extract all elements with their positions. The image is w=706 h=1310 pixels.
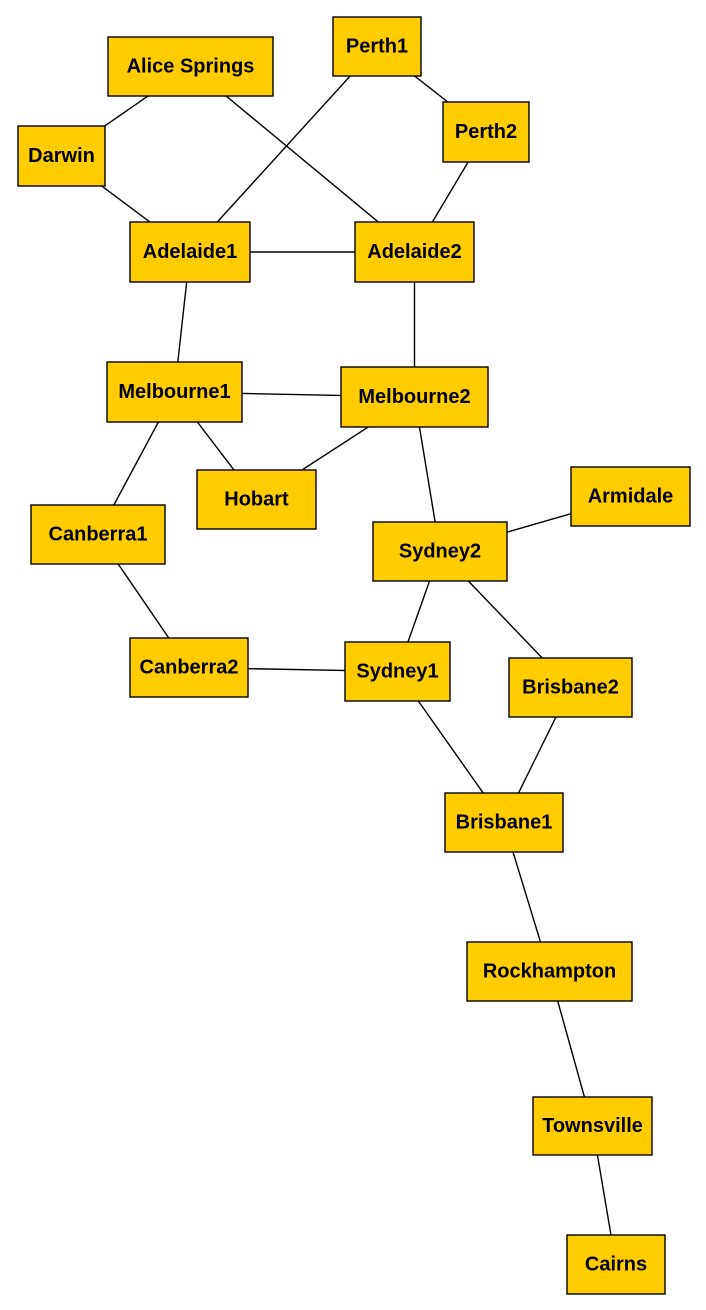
node-sydney1: Sydney1 — [344, 641, 451, 702]
node-label-canberra2: Canberra2 — [140, 657, 239, 679]
node-perth1: Perth1 — [332, 16, 422, 77]
node-label-brisbane1: Brisbane1 — [456, 812, 553, 834]
node-rockhampton: Rockhampton — [466, 941, 633, 1002]
node-box-armidale — [570, 466, 691, 527]
node-box-melbourne2 — [340, 366, 489, 428]
node-label-perth2: Perth2 — [455, 121, 517, 143]
node-box-perth2 — [442, 101, 530, 163]
node-melbourne2: Melbourne2 — [340, 366, 489, 428]
node-box-melbourne1 — [106, 361, 243, 423]
node-box-adelaide1 — [129, 221, 251, 283]
node-armidale: Armidale — [570, 466, 691, 527]
node-label-adelaide2: Adelaide2 — [367, 241, 461, 263]
node-label-alice_springs: Alice Springs — [127, 56, 255, 78]
node-box-darwin — [17, 125, 106, 187]
node-label-adelaide1: Adelaide1 — [143, 241, 237, 263]
nodes-layer: Alice Springs Perth1Perth2DarwinAdelaide1… — [17, 16, 691, 1295]
node-adelaide1: Adelaide1 — [129, 221, 251, 283]
node-cairns: Cairns — [566, 1234, 666, 1295]
node-box-rockhampton — [466, 941, 633, 1002]
node-adelaide2: Adelaide2 — [354, 221, 475, 283]
node-label-townsville: Townsville — [542, 1115, 643, 1137]
node-darwin: Darwin — [17, 125, 106, 187]
node-box-canberra2 — [129, 637, 249, 698]
node-box-alice_springs — [107, 36, 274, 97]
node-label-canberra1: Canberra1 — [49, 524, 148, 546]
node-label-brisbane2: Brisbane2 — [522, 677, 619, 699]
node-box-townsville — [532, 1096, 653, 1156]
node-townsville: Townsville — [532, 1096, 653, 1156]
node-box-perth1 — [332, 16, 422, 77]
node-box-brisbane2 — [508, 657, 633, 718]
node-canberra2: Canberra2 — [129, 637, 249, 698]
node-label-perth1: Perth1 — [346, 36, 408, 58]
node-label-hobart: Hobart — [224, 489, 289, 511]
node-label-sydney1: Sydney1 — [356, 661, 438, 683]
edge-perth1-adelaide1 — [189, 46, 378, 253]
node-alice_springs: Alice Springs — [107, 36, 274, 97]
node-label-armidale: Armidale — [588, 486, 674, 508]
node-perth2: Perth2 — [442, 101, 530, 163]
node-box-sydney2 — [372, 521, 508, 582]
node-melbourne1: Melbourne1 — [106, 361, 243, 423]
node-box-hobart — [196, 469, 317, 530]
node-box-sydney1 — [344, 641, 451, 702]
node-box-cairns — [566, 1234, 666, 1295]
node-label-darwin: Darwin — [28, 145, 95, 167]
node-label-cairns: Cairns — [585, 1254, 647, 1276]
node-label-rockhampton: Rockhampton — [483, 961, 616, 983]
node-canberra1: Canberra1 — [30, 504, 166, 565]
node-hobart: Hobart — [196, 469, 317, 530]
edge-alice_springs-adelaide2 — [190, 65, 415, 253]
node-box-brisbane1 — [444, 792, 564, 853]
node-label-sydney2: Sydney2 — [399, 541, 481, 563]
node-brisbane1: Brisbane1 — [444, 792, 564, 853]
node-box-canberra1 — [30, 504, 166, 565]
node-brisbane2: Brisbane2 — [508, 657, 633, 718]
node-sydney2: Sydney2 — [372, 521, 508, 582]
node-label-melbourne2: Melbourne2 — [358, 386, 470, 408]
node-box-adelaide2 — [354, 221, 475, 283]
node-label-melbourne1: Melbourne1 — [118, 381, 230, 403]
